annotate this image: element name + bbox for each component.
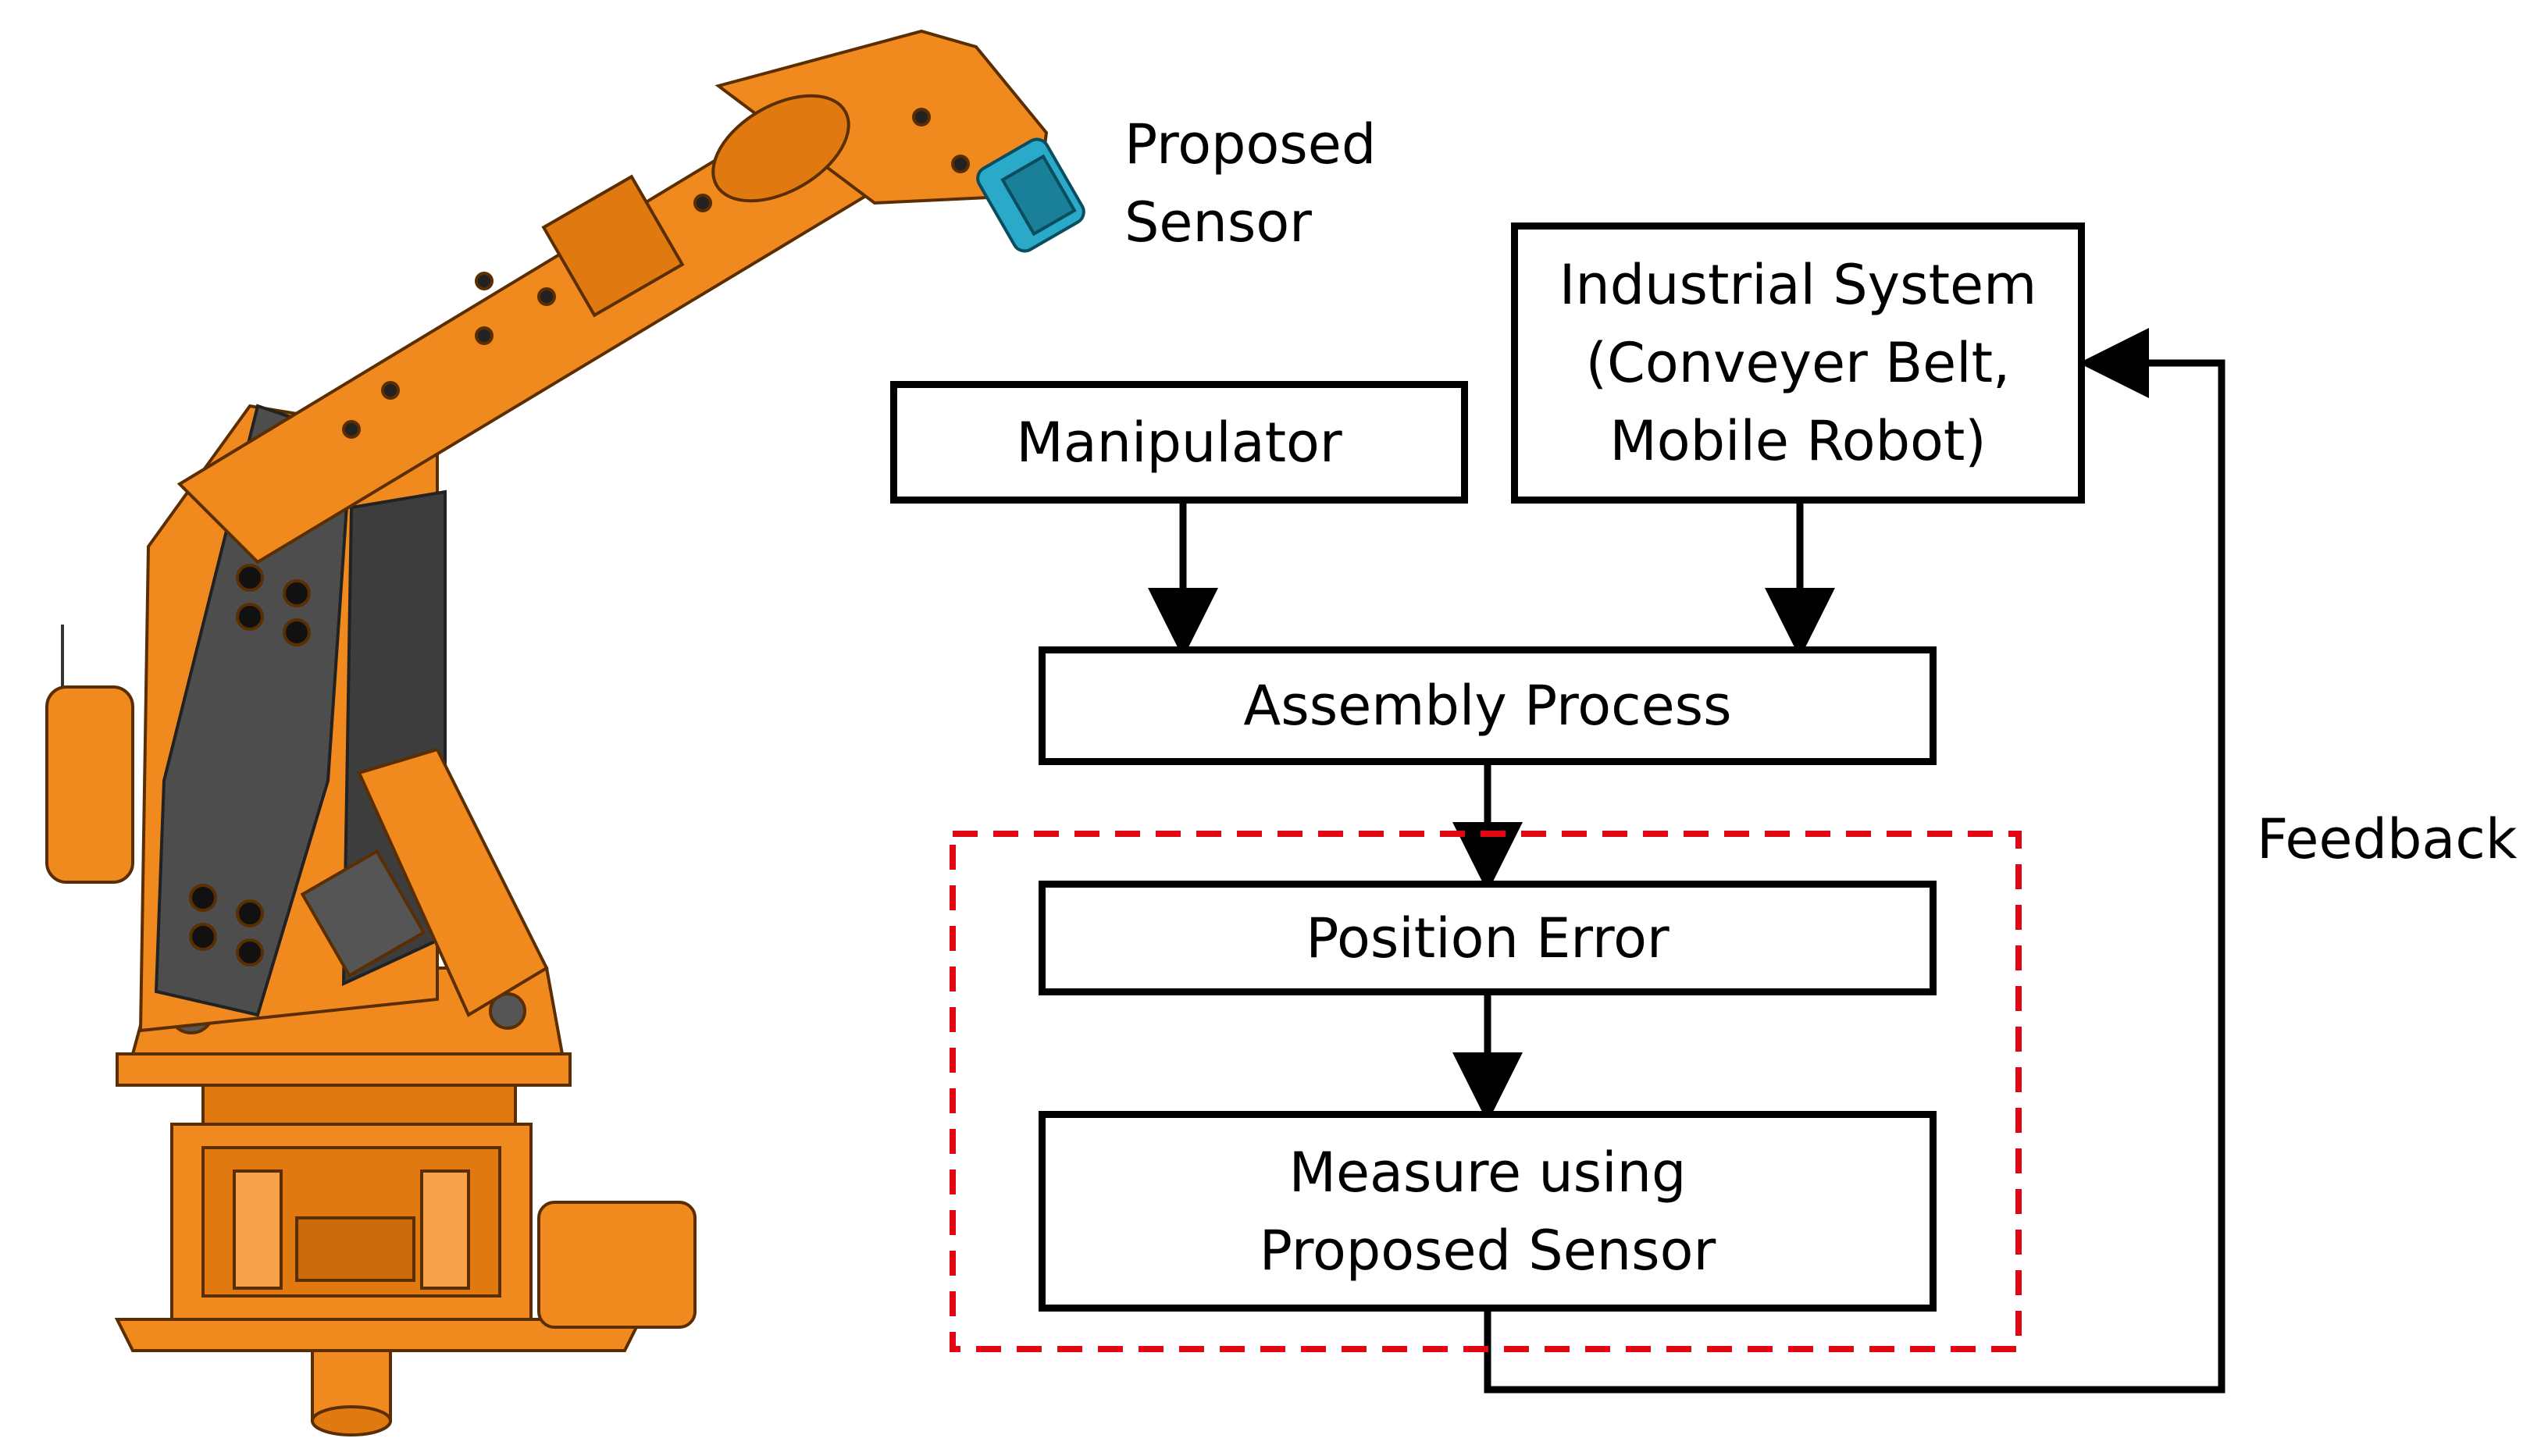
- industrial-system-box: Industrial System (Conveyer Belt, Mobile…: [1511, 222, 2085, 504]
- measure-sensor-box: Measure using Proposed Sensor: [1039, 1111, 1937, 1312]
- robot-turntable: [116, 1052, 572, 1087]
- position-error-box: Position Error: [1039, 881, 1937, 995]
- proposed-sensor-label: Proposed Sensor: [1124, 112, 1377, 255]
- proposed-sensor-scope-region: [950, 831, 2022, 1352]
- assembly-process-box: Assembly Process: [1039, 646, 1937, 765]
- robot-elbow-motor: [357, 747, 549, 1017]
- base-motor: [537, 1201, 697, 1329]
- connectors: [1148, 328, 2225, 1394]
- feedback-loop-line: [1484, 328, 2225, 1394]
- manipulator-box: Manipulator: [890, 381, 1468, 504]
- robot-arm-illustration: [45, 29, 1085, 1436]
- proposed-sensor-graphic: [976, 137, 1085, 253]
- feedback-label: Feedback: [2257, 807, 2518, 871]
